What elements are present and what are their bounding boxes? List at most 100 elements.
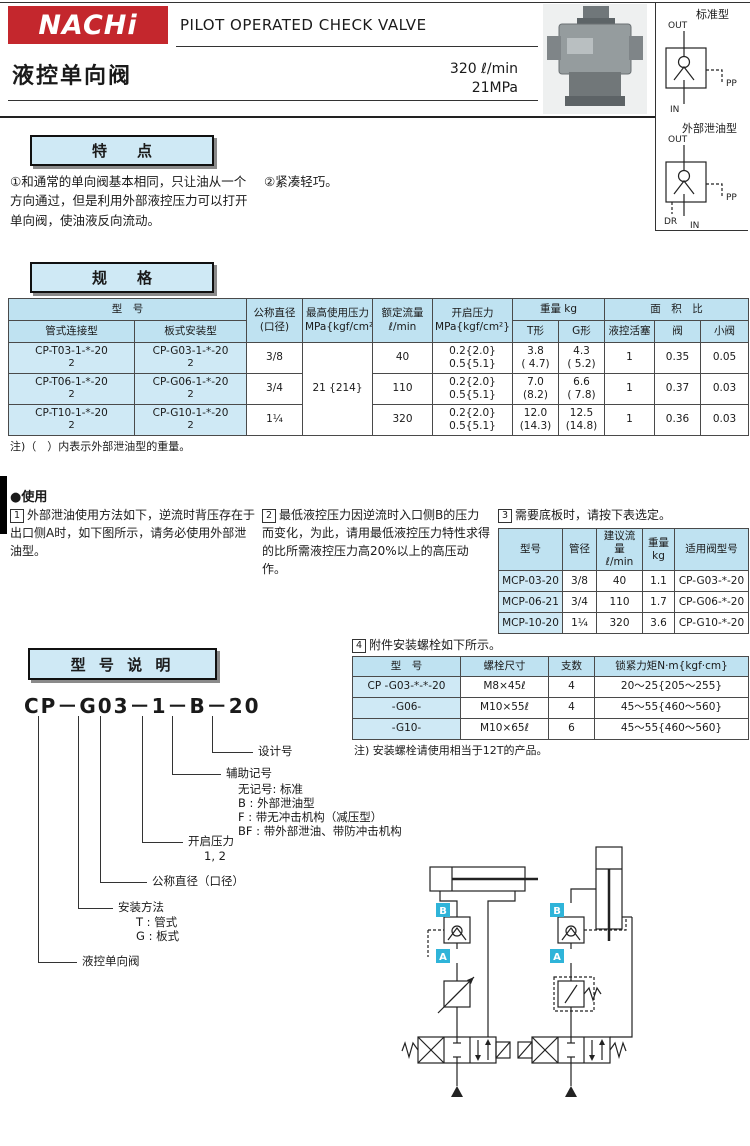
spec-note: 注)（ ）内表示外部泄油型的重量。 (10, 440, 191, 453)
col-mcp-flow: 建议流量 ℓ/min (596, 527, 643, 572)
cell-piston: 1 (604, 342, 655, 374)
svg-text:PP: PP (726, 79, 737, 89)
bolt-torque: 45～55{460～560} (594, 697, 749, 719)
port-label-a: A (439, 952, 447, 963)
mcp-dia: 1¼ (562, 612, 597, 635)
leader-design (212, 716, 253, 753)
mcp-apply: CP-G10-*-20 (674, 612, 749, 635)
symbol-column-divider (655, 2, 656, 230)
mcp-model: MCP-10-20 (498, 612, 563, 635)
svg-text:OUT: OUT (668, 21, 688, 31)
usage-text-3: 需要底板时，请按下表选定。 (515, 508, 672, 522)
col-max-pressure: 最高使用压力 MPa{kgf/cm²} (302, 298, 373, 343)
cell-piston: 1 (604, 404, 655, 436)
leader-crack (142, 716, 183, 843)
col-rated-flow: 额定流量 ℓ/min (372, 298, 433, 343)
col-plate-type: 板式安装型 (134, 320, 247, 343)
circuit-left: B A (401, 866, 538, 1097)
bolt-model: CP -G03-*-*-20 (352, 676, 461, 698)
label-aux-opt-2: F : 带无冲击机构（减压型） (238, 810, 383, 824)
cell-valve: 0.37 (654, 373, 701, 405)
model-code: CP－G03－1－B－20 (24, 694, 261, 718)
product-photo (543, 4, 647, 114)
subheader-rule (8, 100, 538, 101)
mcp-weight: 1.1 (642, 570, 675, 593)
page-title-cn: 液控单向阀 (12, 64, 133, 89)
model-plate: CP-G03-1-*-20 2 (134, 342, 247, 374)
rated-pressure: 21MPa (471, 79, 518, 96)
header-bottom-rule (0, 116, 655, 118)
bolt-note: 注) 安装螺栓请使用相当于12T的产品。 (354, 744, 548, 757)
rating-block: 320 ℓ/min 21MPa (408, 60, 518, 98)
usage-num-1: 1 (10, 509, 24, 523)
model-designation-heading: 型 号 说 明 (28, 648, 217, 680)
col-valve: 阀 (654, 320, 701, 343)
port-label-b: B (439, 906, 447, 917)
spec-heading-text: 规 格 (91, 269, 152, 287)
leader-aux (172, 716, 221, 775)
col-weight-t: T形 (512, 320, 559, 343)
col-bolt-torque: 锁紧力矩N·m{kgf·cm} (594, 656, 749, 677)
title-underline (176, 46, 538, 47)
usage-text-1: 外部泄油使用方法如下，逆流时背压存在于出口侧A时，如下图所示，请务必使用外部泄油… (10, 508, 256, 558)
cell-weight-t: 7.0 (8.2) (512, 373, 559, 405)
cell-weight-g: 4.3 ( 5.2) (558, 342, 605, 374)
mcp-flow: 110 (596, 591, 643, 614)
cell-weight-g: 12.5 (14.8) (558, 404, 605, 436)
label-mount-opt-0: T : 管式 (136, 915, 178, 929)
bolt-row-3: -G10- M10×65ℓ 6 45～55{460～560} (352, 718, 749, 740)
svg-text:OUT: OUT (668, 135, 688, 145)
leader-dia (100, 716, 147, 883)
cell-crack: 0.2{2.0} 0.5{5.1} (432, 342, 513, 374)
page-edge-tab (0, 476, 7, 534)
label-aux-symbol: 辅助记号 (226, 766, 272, 780)
features-heading: 特 点 (30, 135, 214, 166)
leader-mount (78, 716, 113, 909)
bolt-torque: 20～25{205～255} (594, 676, 749, 698)
svg-text:IN: IN (670, 105, 679, 114)
model-plate: CP-G06-1-*-20 2 (134, 373, 247, 405)
cell-flow: 110 (372, 373, 433, 405)
subplate-row-1: MCP-03-20 3/8 40 1.1 CP-G03-*-20 (498, 570, 749, 593)
col-pilot-piston: 液控活塞 (604, 320, 655, 343)
bolt-model: -G06- (352, 697, 461, 719)
cell-small: 0.03 (699, 404, 750, 436)
spec-row-1: CP-T03-1-*-20 2 CP-G03-1-*-20 2 3/8 21 {… (8, 342, 750, 436)
cell-small: 0.05 (699, 342, 750, 374)
usage-num-4: 4 (352, 639, 366, 653)
cell-flow: 40 (372, 342, 433, 374)
cell-crack: 0.2{2.0} 0.5{5.1} (432, 404, 513, 436)
col-bolt-qty: 支数 (548, 656, 595, 677)
model-designation-heading-text: 型 号 说 明 (70, 655, 175, 674)
usage-num-2: 2 (262, 509, 276, 523)
col-mcp-apply: 适用阀型号 (674, 527, 749, 572)
bolt-qty: 6 (548, 718, 595, 740)
spec-row-2: CP-T06-1-*-20 2 CP-G06-1-*-20 2 3/4 110 … (8, 373, 750, 405)
subplate-table: 型号 管径 建议流量 ℓ/min 重量 kg 适用阀型号 MCP-03-20 3… (498, 527, 749, 635)
mcp-dia: 3/8 (562, 570, 597, 593)
col-diameter: 公称直径 (口径) (246, 298, 303, 343)
col-cracking-pressure: 开启压力 MPa{kgf/cm²} (432, 298, 513, 343)
bolt-torque: 45～55{460～560} (594, 718, 749, 740)
col-mcp-dia: 管径 (562, 527, 597, 572)
standard-type-symbol: OUT PP IN (665, 21, 737, 114)
cell-valve: 0.35 (654, 342, 701, 374)
col-weight-g: G形 (558, 320, 605, 343)
cell-weight-g: 6.6 ( 7.8) (558, 373, 605, 405)
feature-item-1: ①和通常的单向阀基本相同，只让油从一个方向通过，但是利用外部液控压力可以打开单向… (10, 174, 248, 228)
bolt-table: 型 号 螺栓尺寸 支数 锁紧力矩N·m{kgf·cm} CP -G03-*-*-… (352, 656, 749, 740)
features-heading-text: 特 点 (91, 142, 152, 160)
mcp-flow: 320 (596, 612, 643, 635)
col-small-valve: 小阀 (699, 320, 750, 343)
mcp-model: MCP-06-21 (498, 591, 563, 614)
cell-flow: 320 (372, 404, 433, 436)
valve-photo-drawing (547, 6, 643, 106)
cell-dia: 1¼ (246, 404, 303, 436)
standard-type-label: 标准型 (696, 8, 729, 21)
application-circuit-diagrams: B A B (401, 846, 633, 1097)
col-model: 型 号 (8, 298, 247, 321)
spec-table: 型 号 公称直径 (口径) 最高使用压力 MPa{kgf/cm²} 额定流量 ℓ… (8, 298, 750, 436)
label-crack-values: 1, 2 (204, 849, 226, 863)
